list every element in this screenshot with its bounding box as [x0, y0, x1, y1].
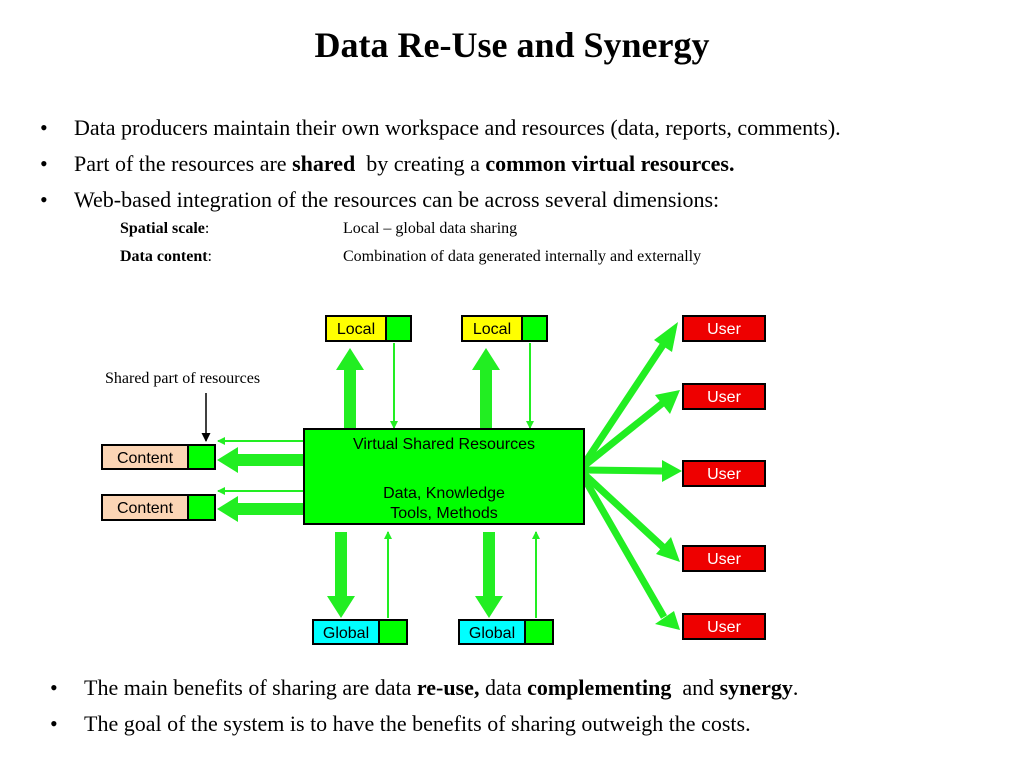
user-node-1: User — [682, 315, 766, 342]
bold-text-run: shared — [292, 151, 356, 176]
arrow-up-to-local-1 — [336, 348, 364, 428]
arrowhead-user-2 — [655, 390, 680, 414]
bullet-dot-icon: • — [40, 151, 48, 176]
global-label: Global — [469, 625, 515, 642]
text-run: and — [671, 675, 720, 700]
arrow-to-user-1 — [581, 340, 668, 466]
user-node-4: User — [682, 545, 766, 572]
content-node-1: Content — [101, 444, 216, 470]
global-node-2: Global — [458, 619, 554, 645]
local-node-1: Local — [325, 315, 412, 342]
dimension-label: Data content: — [120, 248, 212, 265]
center-line-2: Tools, Methods — [390, 505, 498, 522]
content-label: Content — [117, 500, 174, 517]
bullet-item: • Part of the resources are shared by cre… — [40, 146, 1010, 182]
arrowhead-user-5 — [655, 611, 680, 630]
arrowhead-user-1 — [654, 322, 678, 352]
arrow-left-to-content-2 — [217, 496, 303, 522]
arrow-down-to-global-1 — [327, 532, 355, 618]
text-run: data — [479, 675, 528, 700]
bullet-item: • The main benefits of sharing are data r… — [50, 670, 1010, 706]
user-label: User — [707, 466, 741, 483]
user-label: User — [707, 321, 741, 338]
text-run: by creating a — [355, 151, 486, 176]
user-node-5: User — [682, 613, 766, 640]
slide-title: Data Re-Use and Synergy — [314, 25, 710, 65]
center-line-1: Data, Knowledge — [383, 485, 505, 502]
text-run: . — [792, 675, 799, 700]
arrowhead-user-3 — [662, 460, 682, 482]
global-label: Global — [323, 625, 369, 642]
bold-text-run: common virtual resources. — [485, 151, 735, 176]
arrow-down-to-global-2 — [475, 532, 503, 618]
user-label: User — [707, 389, 741, 406]
arrow-left-to-content-1 — [217, 447, 303, 473]
center-box — [303, 428, 585, 525]
local-node-2: Local — [461, 315, 548, 342]
top-bullet-list: • Data producers maintain their own works… — [40, 110, 1010, 218]
local-label: Local — [337, 321, 375, 338]
bullet-item: • Data producers maintain their own works… — [40, 110, 1010, 146]
global-node-1: Global — [312, 619, 408, 645]
bold-text-run: synergy — [719, 675, 793, 700]
bullet-dot-icon: • — [40, 187, 48, 212]
local-label: Local — [473, 321, 511, 338]
text-run: The goal of the system is to have the be… — [84, 711, 751, 736]
bold-text-run: complementing — [527, 675, 672, 700]
text-run: Web-based integration of the resources c… — [74, 187, 720, 212]
arrow-to-user-3 — [583, 466, 663, 475]
user-label: User — [707, 619, 741, 636]
center-title: Virtual Shared Resources — [353, 436, 535, 453]
fan-arrows — [580, 340, 668, 619]
bullet-item: • The goal of the system is to have the b… — [50, 706, 1010, 742]
bullet-item: • Web-based integration of the resources … — [40, 182, 1010, 218]
bold-text-run: re-use, — [416, 675, 480, 700]
dimension-value: Local – global data sharing — [343, 220, 518, 237]
content-label: Content — [117, 450, 174, 467]
arrow-up-to-local-2 — [472, 348, 500, 428]
user-label: User — [707, 551, 741, 568]
text-run: Part of the resources are — [74, 151, 293, 176]
arrow-to-user-5 — [580, 476, 668, 619]
bottom-bullet-list: • The main benefits of sharing are data r… — [50, 670, 1010, 742]
user-node-2: User — [682, 383, 766, 410]
text-run: Data producers maintain their own worksp… — [74, 115, 841, 140]
arrow-to-user-2 — [581, 399, 667, 469]
bullet-dot-icon: • — [50, 711, 58, 736]
dimension-label: Spatial scale: — [120, 220, 210, 237]
bullet-dot-icon: • — [40, 115, 48, 140]
bullet-dot-icon: • — [50, 675, 58, 700]
arrowhead-user-4 — [656, 537, 680, 562]
content-node-2: Content — [101, 494, 216, 521]
thin-arrows — [217, 343, 540, 618]
thick-arrows — [217, 348, 503, 618]
virtual-shared-resources-box: Virtual Shared Resources Data, Knowledge… — [303, 428, 585, 525]
text-run: The main benefits of sharing are data — [84, 675, 417, 700]
shared-part-annotation: Shared part of resources — [105, 370, 260, 387]
arrow-to-user-4 — [581, 471, 667, 551]
dimension-value: Combination of data generated internally… — [343, 248, 702, 265]
fan-arrowheads — [654, 322, 682, 630]
user-node-3: User — [682, 460, 766, 487]
